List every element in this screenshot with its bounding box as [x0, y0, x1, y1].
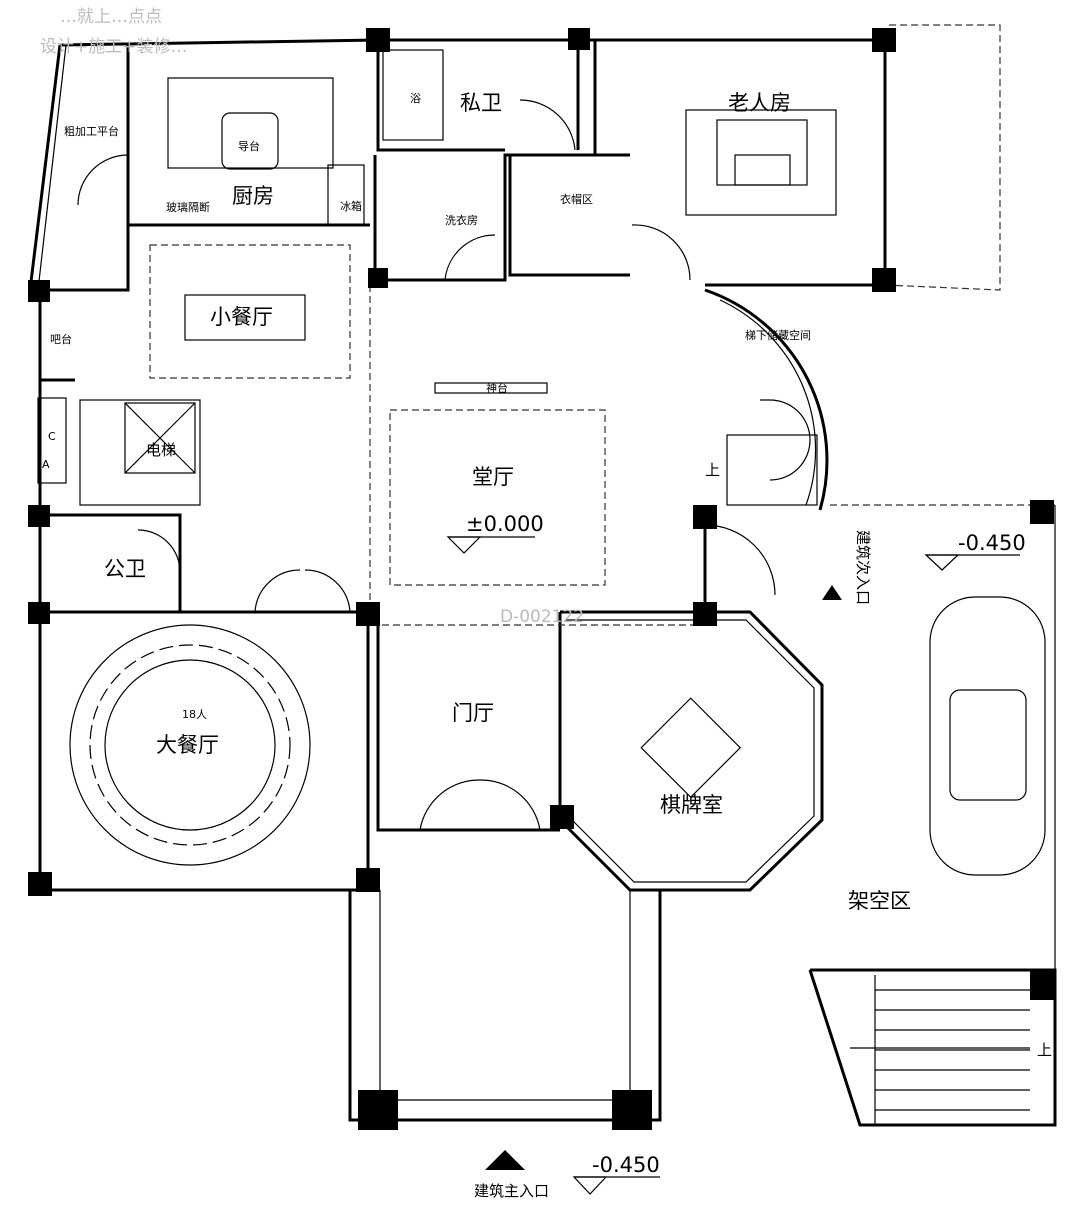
- label-secondary-entrance: 建筑次入口: [854, 530, 872, 605]
- label-public-wc: 公卫: [104, 557, 146, 581]
- label-rough-prep: 粗加工平台: [64, 124, 119, 138]
- label-elevator-c: C: [48, 430, 56, 443]
- furniture: [37, 49, 1046, 1125]
- label-island: 导台: [238, 139, 260, 153]
- label-table-capacity: 18人: [182, 708, 207, 721]
- label-elevator-a: A: [42, 458, 50, 471]
- label-small-dining: 小餐厅: [210, 305, 273, 329]
- label-kitchen: 厨房: [232, 184, 274, 208]
- label-wardrobe: 衣帽区: [560, 192, 593, 206]
- level-side: -0.450: [958, 531, 1026, 555]
- label-big-dining: 大餐厅: [156, 733, 219, 757]
- label-foyer: 门厅: [452, 701, 494, 725]
- label-up-outer: 上: [1037, 1041, 1052, 1059]
- label-altar: 神台: [486, 381, 508, 395]
- walls: [28, 24, 1057, 1127]
- label-fridge: 冰箱: [340, 199, 362, 213]
- label-hall: 堂厅: [472, 465, 514, 489]
- watermark-line1: …就上…点点: [60, 7, 162, 27]
- level-front: -0.450: [592, 1153, 660, 1177]
- columns: [28, 28, 1054, 1130]
- label-up-inner: 上: [705, 461, 720, 479]
- watermark-code: D-002122: [500, 607, 584, 627]
- label-elevator: 电梯: [146, 441, 176, 459]
- level-hall: ±0.000: [466, 512, 544, 536]
- level-markers: [446, 536, 1020, 1195]
- label-bar: 吧台: [50, 332, 72, 346]
- label-main-entrance: 建筑主入口: [474, 1182, 549, 1200]
- label-bath: 浴: [410, 92, 421, 105]
- label-private-wc: 私卫: [460, 91, 502, 115]
- label-under-stair-storage: 梯下储藏空间: [745, 328, 811, 342]
- label-glass-partition: 玻璃隔断: [166, 200, 210, 214]
- label-open-area: 架空区: [848, 889, 911, 913]
- label-laundry: 洗衣房: [445, 213, 478, 227]
- watermark-line2: 设计+施工+装修…: [40, 37, 188, 57]
- label-chess-room: 棋牌室: [660, 793, 723, 817]
- label-elder-room: 老人房: [728, 91, 791, 115]
